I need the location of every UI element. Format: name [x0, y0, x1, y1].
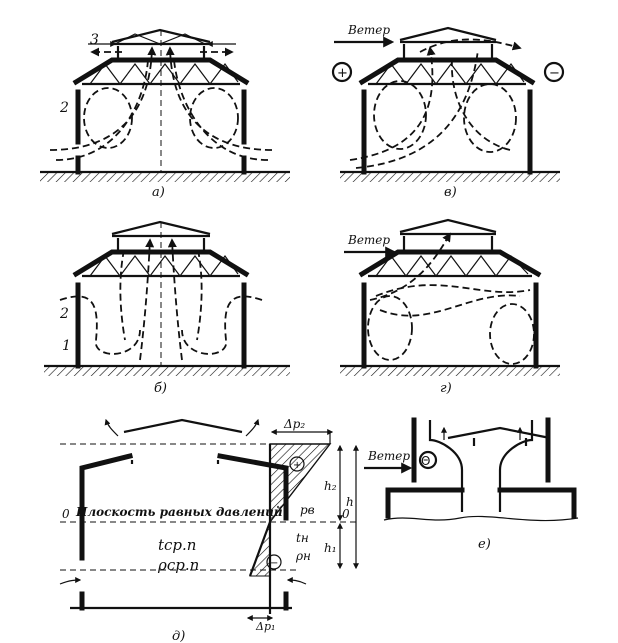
rho-n-label: ρн [295, 549, 311, 563]
plus-circle-icon [331, 61, 353, 83]
label-2-b: 2 [59, 306, 69, 322]
ground-hatch [44, 366, 290, 376]
label-1: 1 [62, 338, 71, 354]
zero-left-label: 0 [62, 507, 70, 521]
panel-a: 3 2 а) [40, 28, 290, 200]
roof-right [497, 487, 577, 503]
label-2-a: 2 [59, 100, 69, 116]
theta-minus-e: Θ [421, 454, 430, 468]
ground-hatch [40, 172, 290, 182]
wind-label-e: Ветер [367, 449, 410, 463]
minus-circle-icon [266, 554, 282, 570]
positive-pressure-zone [269, 443, 332, 525]
caption-d: д) [172, 629, 185, 643]
t-n-label: tн [296, 531, 309, 545]
roof-left [385, 487, 465, 503]
caption-g: г) [440, 381, 452, 396]
lantern-roof [399, 218, 497, 234]
plus-sign: + [337, 66, 348, 81]
h1-label: h₁ [324, 541, 337, 555]
lantern-roof [111, 220, 211, 236]
caption-v: в) [444, 185, 457, 200]
caption-a: а) [152, 185, 165, 200]
minus-sign-d: − [270, 558, 278, 569]
channel-right [498, 420, 534, 512]
roof-left [79, 452, 134, 481]
minus-circle-icon [418, 450, 438, 470]
panel-d: + − Δp₂ h₂ h h₁ Δp₁ 0 0 Плоскость равных… [59, 417, 359, 643]
label-3: 3 [90, 32, 99, 48]
roof-truss [358, 249, 542, 278]
rho-avg-label: ρср.п [157, 556, 199, 574]
roof-truss [358, 57, 536, 86]
wind-label-v: Ветер [347, 23, 390, 37]
minus-circle-icon [543, 61, 565, 83]
panel-e: Ветер Θ е) [364, 417, 579, 552]
lantern-roof [399, 26, 497, 42]
p-v-label: pв [300, 503, 315, 517]
lantern-cap [123, 418, 243, 434]
lantern-cap [447, 426, 551, 440]
zero-right-label: 0 [342, 507, 350, 521]
plus-sign-d: + [293, 460, 301, 471]
break-line [383, 515, 579, 522]
negative-pressure-zone [249, 521, 271, 577]
h-label: h [346, 495, 354, 509]
plus-circle-icon [289, 456, 305, 472]
delta-p1-label: Δp₁ [255, 620, 275, 633]
panel-g: Ветер г) [340, 218, 560, 396]
ground-hatch [340, 366, 560, 376]
h2-label: h₂ [324, 479, 337, 493]
equal-pressure-plane-label: Плоскость равных давлений [75, 505, 283, 519]
panel-v: Ветер + − в) [331, 23, 565, 200]
caption-e: е) [478, 537, 491, 552]
delta-p2-label: Δp₂ [283, 417, 305, 431]
panel-b: 2 1 б) [44, 220, 290, 396]
minus-sign: − [549, 66, 560, 81]
wind-label-g: Ветер [347, 233, 390, 247]
t-avg-label: tср.п [158, 536, 196, 554]
ground-hatch [340, 172, 560, 182]
caption-b: б) [154, 381, 167, 396]
channel-left [428, 420, 464, 512]
